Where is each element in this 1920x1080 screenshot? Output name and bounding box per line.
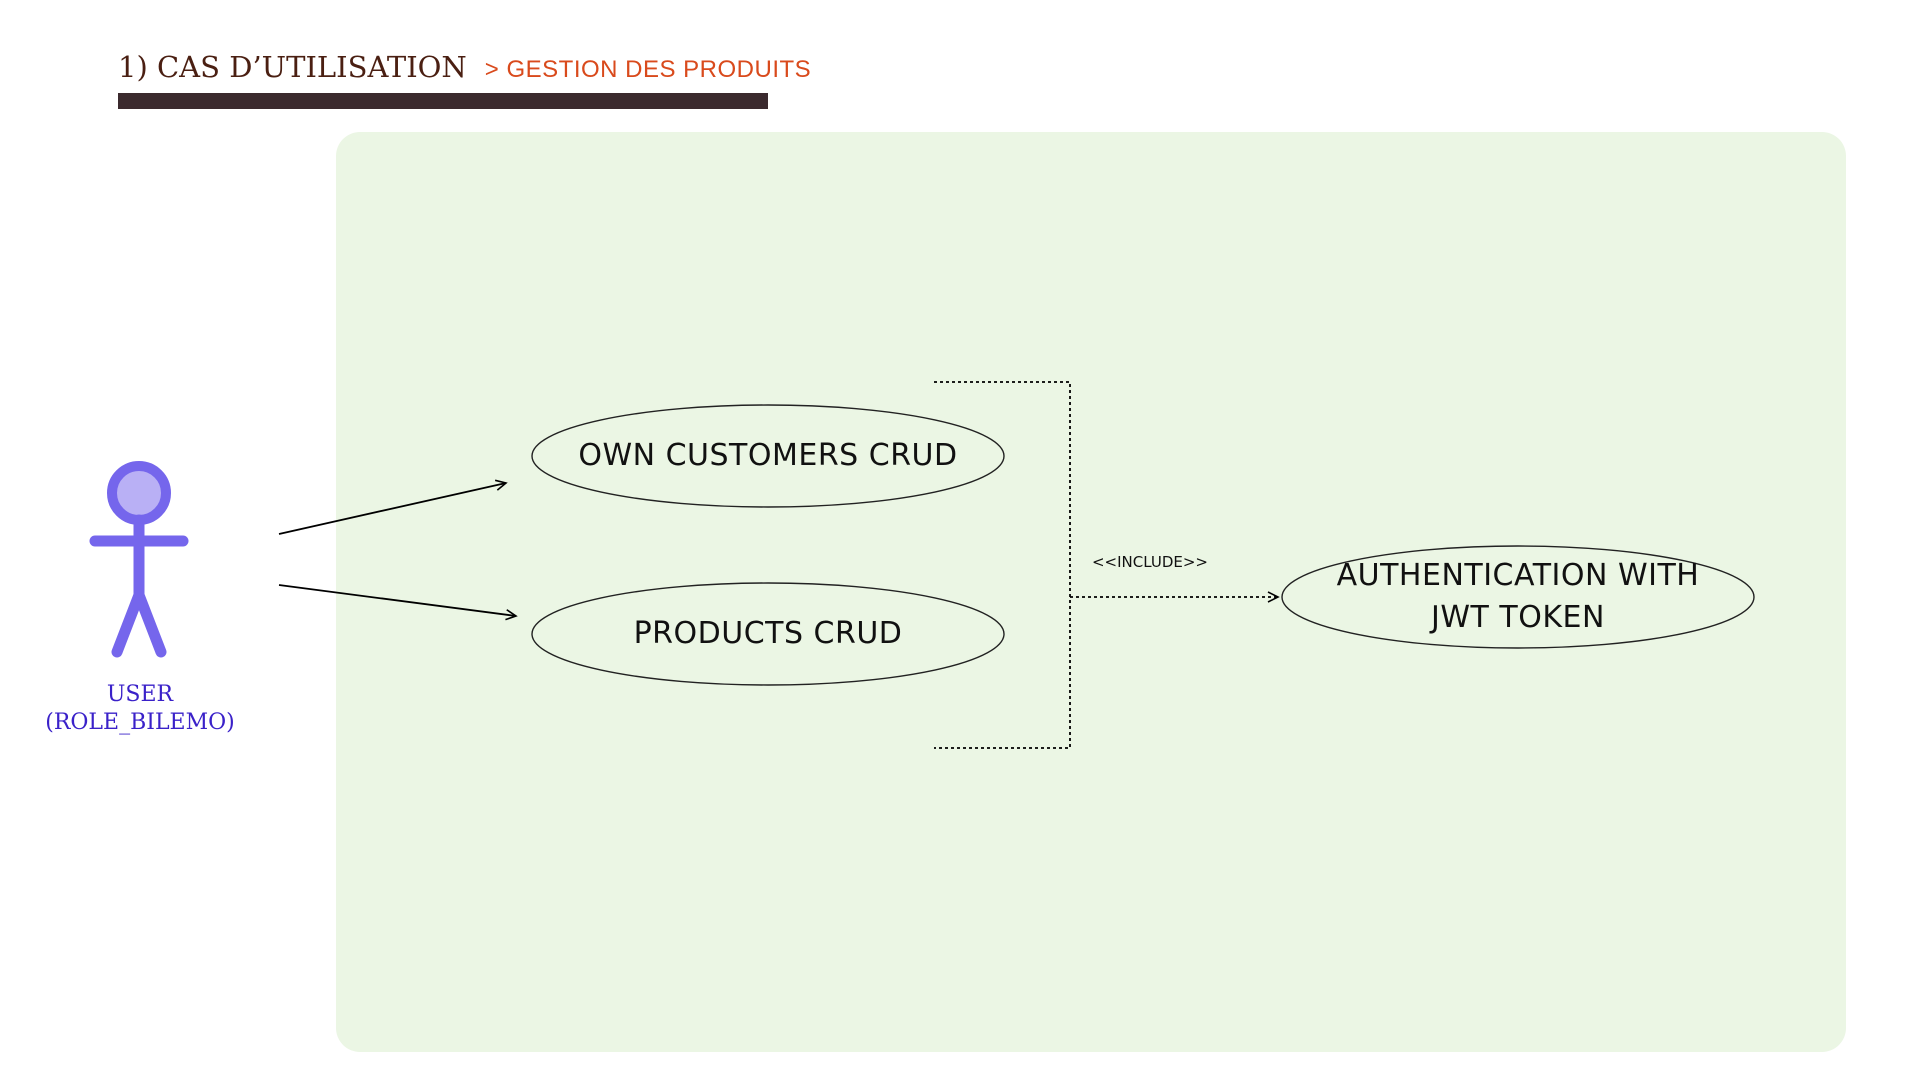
system-boundary-panel — [336, 132, 1846, 1052]
title-underline-bar — [118, 93, 768, 109]
usecase-auth-line2: JWT TOKEN — [1431, 600, 1605, 635]
actor-stick-figure-icon — [89, 461, 189, 658]
usecase-ellipse-auth — [1281, 545, 1755, 649]
actor-head — [107, 461, 171, 525]
actor-label-line2: (ROLE_BILEMO) — [45, 710, 235, 735]
actor-label-line1: USER — [106, 682, 174, 707]
actor-right-leg — [133, 589, 167, 658]
actor-label: USER (ROLE_BILEMO) — [40, 681, 240, 737]
include-bracket — [934, 381, 1071, 749]
actor-left-leg — [111, 589, 145, 658]
usecase-ellipse-products — [531, 582, 1005, 686]
usecase-ellipse-customers — [531, 404, 1005, 508]
association-arrow-products — [278, 584, 518, 621]
page-header: 1) CAS D’UTILISATION > GESTION DES PRODU… — [118, 50, 811, 90]
usecase-auth-label: AUTHENTICATION WITH JWT TOKEN — [1282, 555, 1754, 639]
include-stereotype-label: <<INCLUDE>> — [1091, 553, 1208, 571]
association-arrow-customers — [278, 479, 508, 535]
page-subtitle: > GESTION DES PRODUITS — [484, 56, 812, 83]
page-title: 1) CAS D’UTILISATION — [118, 50, 467, 84]
usecase-products-label: PRODUCTS CRUD — [633, 616, 903, 651]
usecase-customers-label: OWN CUSTOMERS CRUD — [578, 438, 958, 473]
usecase-auth-line1: AUTHENTICATION WITH — [1336, 558, 1700, 593]
